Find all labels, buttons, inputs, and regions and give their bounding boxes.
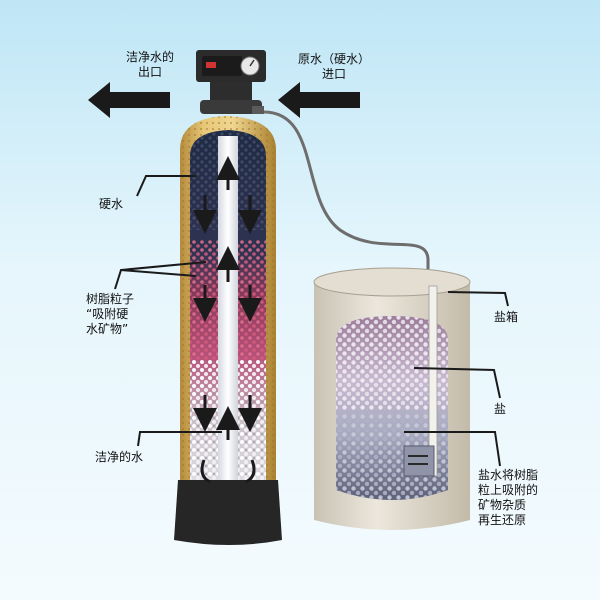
leader-salt	[413, 367, 501, 399]
distributor-tube	[218, 136, 238, 492]
resin-label-line3: 水矿物”	[86, 322, 129, 336]
inlet-arrow-icon	[278, 82, 360, 118]
brine-regen-line2: 粒上吸附的	[478, 483, 539, 497]
leader-brine-regen	[404, 431, 501, 467]
leader-clean-water	[137, 431, 222, 447]
brine-regen-line4: 再生还原	[478, 513, 527, 527]
outlet-arrow-icon	[88, 82, 170, 118]
tank-base	[174, 480, 282, 545]
brine-regen-line3: 矿物杂质	[478, 498, 527, 512]
clean-water-label: 洁净的水	[95, 450, 144, 464]
hard-water-label: 硬水	[99, 197, 124, 211]
leader-brine-tank	[447, 291, 509, 307]
resin-label: 树脂粒子 “吸附硬 水矿物”	[86, 292, 134, 337]
flow-arrow-icon	[193, 156, 262, 440]
inlet-label-line1: 原水（硬水）	[297, 52, 370, 66]
inlet-label: 原水（硬水） 进口	[286, 52, 382, 82]
outlet-label: 洁净水的 出口	[110, 50, 190, 80]
resin-label-line2: “吸附硬	[86, 307, 129, 321]
brine-hose	[261, 110, 430, 275]
outlet-label-line1: 洁净水的	[125, 50, 174, 64]
leader-resin-2	[120, 261, 207, 271]
outlet-label-line2: 出口	[137, 65, 162, 79]
brine-tank	[313, 267, 471, 530]
swirl-arrow-right	[245, 459, 256, 484]
resin-label-line1: 树脂粒子	[86, 292, 135, 306]
salt-label: 盐	[494, 402, 507, 416]
inlet-label-line2: 进口	[321, 67, 346, 81]
leader-hard-water	[136, 175, 196, 197]
leader-lines	[114, 175, 509, 467]
brine-regen-label: 盐水将树脂 粒上吸附的 矿物杂质 再生还原	[478, 468, 538, 528]
control-valve-icon	[196, 50, 266, 114]
brine-tank-label: 盐箱	[494, 310, 519, 324]
brine-regen-line1: 盐水将树脂	[478, 468, 539, 482]
swirl-arrow-left	[200, 459, 211, 484]
